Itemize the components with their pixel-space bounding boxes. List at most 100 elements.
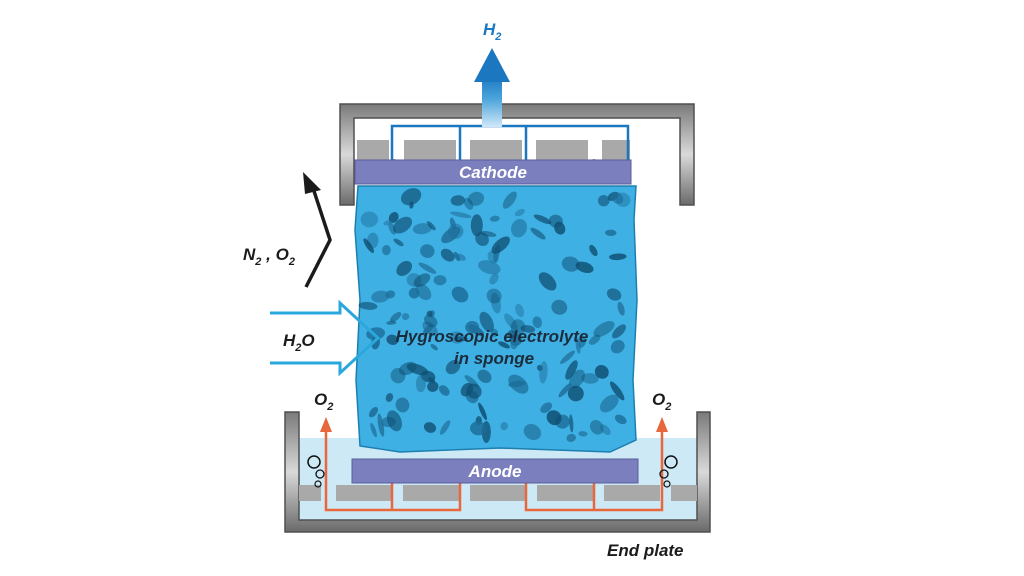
sponge-pore <box>408 287 420 299</box>
sponge-pore <box>389 312 402 323</box>
collector-pad <box>537 485 593 501</box>
sponge-pore <box>491 236 510 254</box>
sponge-pore <box>433 275 447 286</box>
sponge-pore <box>609 381 625 401</box>
sponge-pore <box>581 373 599 384</box>
sponge-pore <box>463 197 474 210</box>
sponge-pore <box>489 273 499 285</box>
sponge-pore <box>383 219 393 226</box>
cathode-label: Cathode <box>459 163 527 182</box>
sponge-pore <box>479 311 494 333</box>
bubble-icon <box>314 480 322 488</box>
sponge-pore <box>428 377 436 383</box>
h2o-label: H2O <box>283 331 315 354</box>
o2-channels-left <box>324 430 462 512</box>
sponge-pore <box>470 214 483 237</box>
sponge-pore <box>430 344 438 351</box>
sponge-pore <box>470 421 487 436</box>
sponge-pore <box>599 424 611 435</box>
o2-left-label: O2 <box>314 390 333 413</box>
bubble-icon <box>307 455 321 469</box>
sponge-pore <box>548 214 563 228</box>
sponge-pore <box>523 423 542 441</box>
sponge-pore <box>377 413 385 437</box>
collector-pad <box>671 485 697 501</box>
sponge-pore <box>358 301 378 310</box>
sponge-pore <box>508 380 526 388</box>
sponge-pore <box>540 402 553 414</box>
sponge-pore <box>478 260 501 275</box>
collector-pad <box>357 140 389 160</box>
sponge-pore <box>439 385 450 396</box>
collector-pad <box>336 485 392 501</box>
sponge-pore <box>609 253 627 261</box>
sponge-pore <box>515 303 525 318</box>
sponge-pore <box>370 422 377 438</box>
sponge-pore <box>385 393 394 402</box>
sponge-pore <box>487 250 499 264</box>
sponge-pore <box>450 195 465 206</box>
sponge-pore <box>551 299 568 315</box>
sponge-pore <box>612 324 626 339</box>
sponge-pore <box>406 363 429 376</box>
o2-right-label: O2 <box>652 390 671 413</box>
sponge-pore <box>558 383 572 398</box>
sponge-pore <box>440 248 455 262</box>
sponge-pore <box>415 283 432 301</box>
sponge-pore <box>605 229 617 237</box>
sponge-pore <box>566 433 576 442</box>
bubble-icon <box>659 469 669 479</box>
h2-product-label: H2 <box>483 20 501 43</box>
anode-electrode: Anode <box>351 458 639 484</box>
bubble-icon <box>663 480 671 488</box>
collector-pad <box>536 140 588 160</box>
sponge-pore <box>456 253 466 261</box>
sponge-pore <box>395 397 410 413</box>
sponge-pore <box>611 191 624 204</box>
sponge-pore <box>610 340 625 354</box>
sponge-pore <box>390 368 406 384</box>
sponge-pore <box>567 385 584 402</box>
end-plate-label: End plate <box>607 541 684 560</box>
sponge-pore <box>439 420 451 435</box>
sponge-pore <box>396 261 413 276</box>
collector-pad <box>404 140 456 160</box>
anode-label: Anode <box>468 462 522 481</box>
cathode-electrode: Cathode <box>354 159 632 185</box>
bubble-icon <box>664 455 678 469</box>
electrolyte-label-line2: in sponge <box>454 349 534 368</box>
sponge-pore <box>388 212 399 223</box>
h2-channels <box>390 124 630 164</box>
sponge-pore <box>486 288 502 304</box>
sponge-pore <box>561 256 580 272</box>
sponge-pore <box>569 414 574 433</box>
sponge-pore <box>386 410 402 432</box>
sponge-pore <box>546 410 562 426</box>
sponge-pore <box>465 321 480 334</box>
sponge-pore <box>449 331 464 344</box>
sponge-pore <box>466 383 482 399</box>
sponge-pore <box>500 422 509 431</box>
sponge-pore <box>578 431 588 437</box>
sponge-pore <box>504 313 518 331</box>
sponge-pore <box>426 310 433 317</box>
sponge-pore <box>510 218 528 238</box>
sponge-pore <box>597 194 610 207</box>
sponge-pore <box>426 221 436 231</box>
bubble-icon <box>315 469 325 479</box>
sponge-pore <box>415 374 427 393</box>
sponge-pore <box>502 191 517 209</box>
sponge-pore <box>447 223 464 240</box>
sponge-pore <box>424 314 438 328</box>
sponge-pore <box>530 227 546 240</box>
sponge-pore <box>539 361 548 384</box>
sponge-pore <box>413 273 431 287</box>
collector-pad <box>470 140 522 160</box>
sponge-pore <box>520 325 536 333</box>
sponge-pore <box>538 272 557 291</box>
sponge-pore <box>363 238 375 253</box>
sponge-pore <box>479 230 497 237</box>
sponge-pore <box>617 301 625 316</box>
sponge-pore <box>514 208 525 217</box>
sponge-pore <box>418 262 437 274</box>
